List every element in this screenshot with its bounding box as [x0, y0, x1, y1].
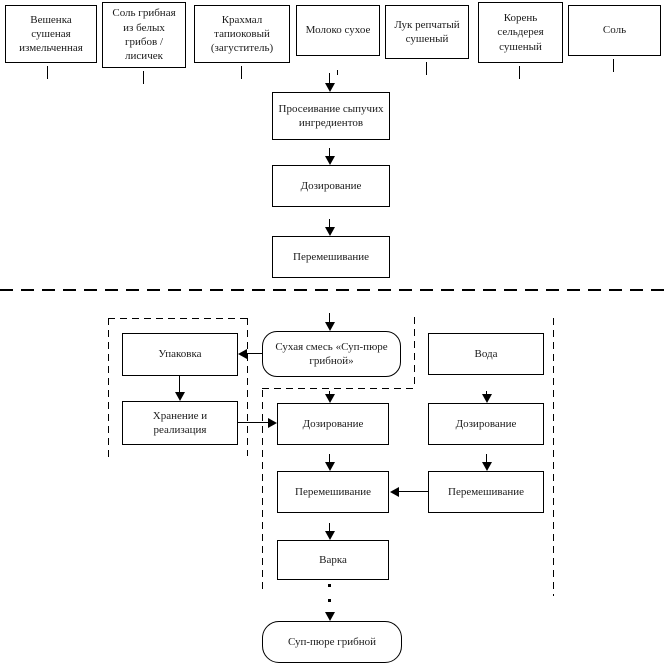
ingredient-dry-milk: Молоко сухое [296, 5, 380, 56]
arrow-down-icon [325, 612, 335, 621]
packaging-boundary-top [108, 318, 248, 319]
step-cooking: Варка [277, 540, 389, 580]
flow-line [329, 148, 330, 156]
step-mixing: Перемешивание [272, 236, 390, 278]
step-dosing-water: Дозирование [428, 403, 544, 445]
arrow-down-icon [175, 392, 185, 401]
step-dosing: Дозирование [272, 165, 390, 207]
connector-tick [519, 66, 520, 79]
ingredient-dried-onion: Лук репчатый сушеный [385, 5, 469, 59]
arrow-left-icon [390, 487, 399, 497]
connector-tick [143, 71, 144, 84]
flow-line [238, 422, 268, 423]
flow-line [329, 523, 330, 532]
packaging-boundary-right [247, 318, 248, 456]
flow-line [329, 391, 330, 395]
flow-line [486, 454, 487, 463]
ingredient-celery-root: Корень сельдерея сушеный [478, 2, 563, 63]
ingredient-mushroom-salt: Соль грибная из белых грибов / лисичек [102, 2, 186, 68]
consumer-boundary-right [553, 318, 554, 596]
connector-tick [337, 70, 338, 75]
packaging-boundary-left [108, 318, 109, 458]
ingredient-tapioca-starch: Крахмал тапиоковый (загуститель) [194, 5, 290, 63]
arrow-down-icon [482, 462, 492, 471]
flow-line [486, 391, 487, 395]
step-mixing-water: Перемешивание [428, 471, 544, 513]
flow-line [329, 313, 330, 323]
flow-line [247, 353, 262, 354]
consumer-boundary-left [262, 390, 263, 593]
flow-dot [328, 599, 331, 602]
step-mixing-dry: Перемешивание [277, 471, 389, 513]
arrow-down-icon [325, 322, 335, 331]
consumer-boundary-top [262, 388, 415, 389]
ingredient-salt: Соль [568, 5, 661, 56]
arrow-down-icon [325, 83, 335, 92]
flow-line [329, 219, 330, 227]
step-sieving: Просеивание сыпучих ингредиентов [272, 92, 390, 140]
arrow-down-icon [482, 394, 492, 403]
flow-dot [328, 584, 331, 587]
drymix-boundary-right [414, 317, 415, 389]
arrow-down-icon [325, 531, 335, 540]
flow-line [329, 73, 330, 83]
step-packaging: Упаковка [122, 333, 238, 376]
arrow-right-icon [268, 418, 277, 428]
flow-line [329, 454, 330, 463]
node-water: Вода [428, 333, 544, 375]
arrow-left-icon [238, 349, 247, 359]
flow-line [399, 491, 428, 492]
step-storage-sale: Хранение и реализация [122, 401, 238, 445]
arrow-down-icon [325, 394, 335, 403]
arrow-down-icon [325, 462, 335, 471]
section-separator-dashed [0, 289, 668, 291]
step-dosing-dry: Дозирование [277, 403, 389, 445]
connector-tick [613, 59, 614, 72]
ingredient-oyster-mushroom: Вешенка сушеная измельченная [5, 5, 97, 63]
connector-tick [47, 66, 48, 79]
flow-line [179, 376, 180, 393]
node-final-product: Суп-пюре грибной [262, 621, 402, 663]
arrow-down-icon [325, 227, 335, 236]
arrow-down-icon [325, 156, 335, 165]
connector-tick [241, 66, 242, 79]
connector-tick [426, 62, 427, 75]
node-dry-mix: Сухая смесь «Суп-пюре грибной» [262, 331, 401, 377]
